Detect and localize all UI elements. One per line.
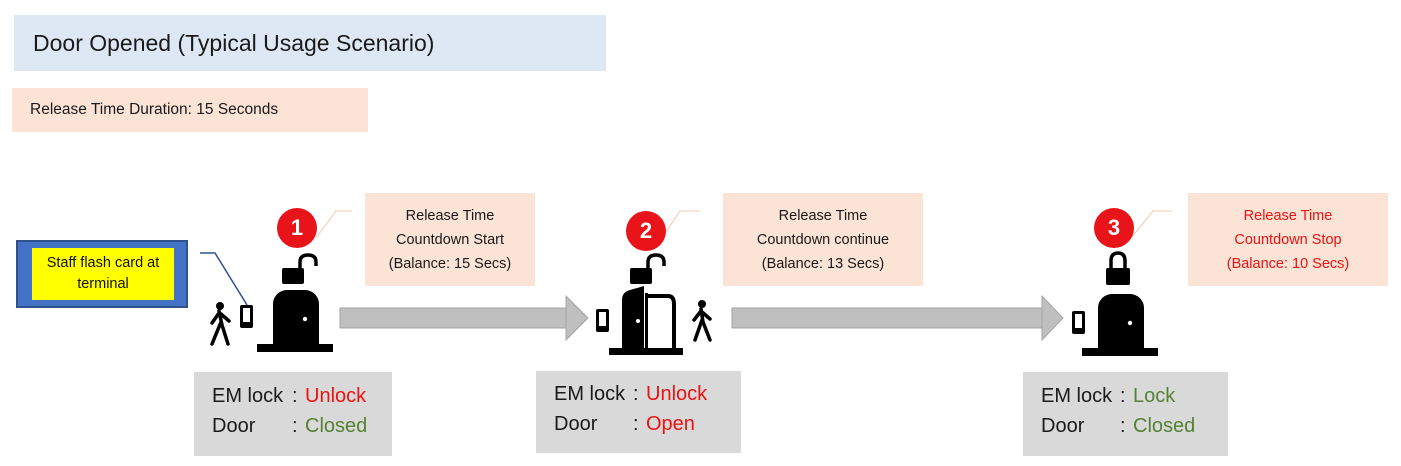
door-value: Open bbox=[646, 413, 695, 435]
release-duration-box: Release Time Duration: 15 Seconds bbox=[12, 88, 368, 132]
step2-callout-connector bbox=[661, 210, 700, 239]
door-open-icon bbox=[609, 286, 683, 355]
colon-separator: : bbox=[1120, 415, 1126, 437]
colon-separator: : bbox=[633, 383, 639, 405]
colon-separator: : bbox=[292, 415, 298, 437]
step-1-note-line: Release Time bbox=[405, 207, 495, 224]
step-2-note-line: Countdown continue bbox=[756, 231, 890, 248]
em-lock-label: EM lock bbox=[1041, 385, 1113, 407]
step-3-note-line: Countdown Stop bbox=[1234, 231, 1342, 248]
door-label: Door bbox=[1041, 415, 1085, 437]
step-2-note-line: (Balance: 13 Secs) bbox=[761, 255, 885, 272]
staff-callout: Staff flash card at terminal bbox=[16, 240, 188, 308]
colon-separator: : bbox=[633, 413, 639, 435]
arrow-2-to-3 bbox=[731, 294, 1064, 342]
card-terminal-icon bbox=[596, 309, 609, 332]
step-3-note: Release Time Countdown Stop (Balance: 10… bbox=[1188, 193, 1388, 286]
em-lock-value: Lock bbox=[1133, 385, 1176, 407]
step-3-status: EM lock : Lock Door : Closed bbox=[1023, 372, 1228, 456]
card-terminal-icon bbox=[1072, 311, 1085, 334]
step-2-badge: 2 bbox=[626, 211, 666, 251]
colon-separator: : bbox=[1120, 385, 1126, 407]
step-2-note-line: Release Time bbox=[778, 207, 868, 224]
em-lock-value: Unlock bbox=[305, 385, 367, 407]
step-2-status: EM lock : Unlock Door : Open bbox=[536, 371, 741, 453]
step-1-note: Release Time Countdown Start (Balance: 1… bbox=[365, 193, 535, 286]
release-duration-text: Release Time Duration: 15 Seconds bbox=[30, 101, 279, 118]
walking-person-icon bbox=[210, 302, 231, 346]
walking-person-icon bbox=[692, 300, 712, 342]
step3-callout-connector bbox=[1130, 210, 1172, 239]
step-3-badge: 3 bbox=[1094, 208, 1134, 248]
diagram-title-text: Door Opened (Typical Usage Scenario) bbox=[33, 29, 435, 56]
step-1-note-line: Countdown Start bbox=[395, 231, 504, 248]
step-3-note-line: Release Time bbox=[1243, 207, 1333, 224]
step-3-note-line: (Balance: 10 Secs) bbox=[1226, 255, 1350, 272]
door-value: Closed bbox=[305, 415, 368, 437]
door-closed-icon bbox=[257, 290, 333, 352]
door-closed-icon bbox=[1082, 294, 1158, 356]
em-lock-value: Unlock bbox=[646, 383, 708, 405]
step-1-badge: 1 bbox=[277, 208, 317, 248]
step-1-status: EM lock : Unlock Door : Closed bbox=[194, 372, 392, 456]
card-terminal-icon bbox=[240, 305, 253, 328]
staff-callout-connector bbox=[200, 252, 248, 306]
em-lock-label: EM lock bbox=[212, 385, 284, 407]
door-label: Door bbox=[212, 415, 256, 437]
padlock-unlocked-icon bbox=[282, 253, 318, 284]
arrow-1-to-2 bbox=[339, 294, 589, 342]
door-value: Closed bbox=[1133, 415, 1196, 437]
step-1-note-line: (Balance: 15 Secs) bbox=[388, 255, 512, 272]
staff-callout-text: Staff flash card at terminal bbox=[32, 248, 174, 300]
diagram-title: Door Opened (Typical Usage Scenario) bbox=[14, 15, 606, 71]
step1-callout-connector bbox=[315, 210, 352, 239]
step-2-note: Release Time Countdown continue (Balance… bbox=[723, 193, 923, 286]
colon-separator: : bbox=[292, 385, 298, 407]
padlock-unlocked-icon bbox=[630, 253, 666, 284]
door-label: Door bbox=[554, 413, 598, 435]
em-lock-label: EM lock bbox=[554, 383, 626, 405]
padlock-locked-icon bbox=[1106, 251, 1130, 285]
